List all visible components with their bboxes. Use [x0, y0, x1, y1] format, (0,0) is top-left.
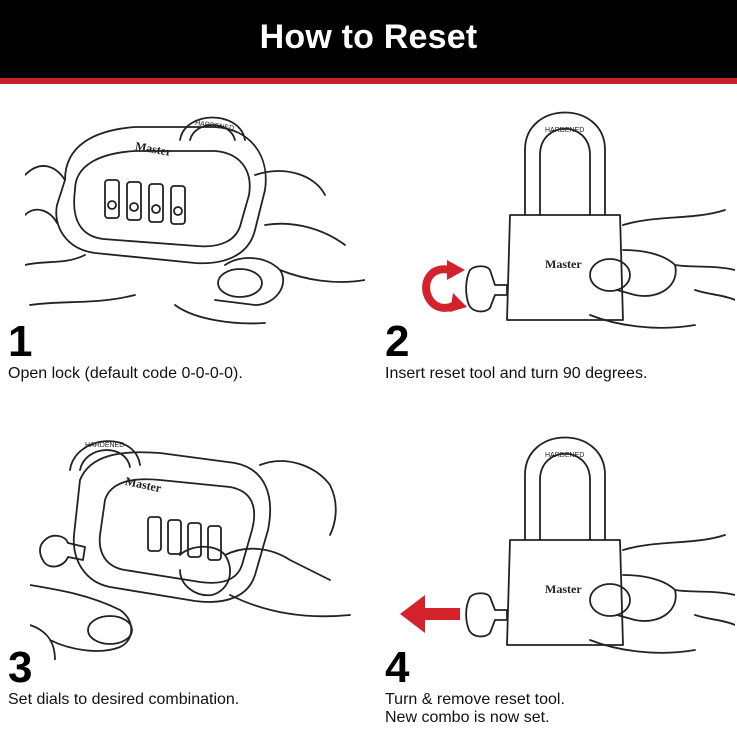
right-hand	[179, 460, 351, 618]
step-3-illustration: HARDENED Master	[30, 425, 370, 660]
left-arrow-icon	[400, 595, 460, 633]
rotate-arrow-icon	[422, 260, 467, 312]
lock-body	[506, 539, 624, 646]
step-1-number: 1	[8, 317, 33, 366]
lock-brand-label: Master	[545, 582, 582, 596]
lock-brand-label: Master	[124, 474, 163, 495]
step-1-text: Open lock (default code 0-0-0-0).	[8, 365, 243, 382]
header-bar: How to Reset	[0, 0, 737, 78]
lock-shackle	[524, 436, 606, 541]
step-4-number: 4	[385, 643, 410, 692]
lock-body	[506, 214, 624, 321]
reset-tool	[465, 265, 508, 313]
step-3-text: Set dials to desired combination.	[8, 691, 240, 708]
step-1-illustration: HARDENED Master	[25, 105, 365, 340]
right-hand	[589, 209, 735, 329]
header-accent-stripe	[0, 78, 737, 84]
step-2-text: Insert reset tool and turn 90 degrees.	[385, 365, 648, 382]
shackle-label: HARDENED	[545, 127, 584, 134]
shackle-label: HARDENED	[545, 452, 584, 459]
lock-body	[72, 451, 272, 603]
reset-tool	[465, 592, 508, 638]
lock-body	[55, 126, 267, 265]
lock-brand-label: Master	[545, 257, 582, 271]
step-2-number: 2	[385, 317, 410, 366]
right-hand	[589, 534, 735, 654]
right-hand	[174, 170, 365, 325]
left-hand	[25, 165, 136, 306]
step-4-text-line-2: New combo is now set.	[385, 709, 550, 726]
lock-dials	[147, 516, 222, 561]
lock-brand-label: Master	[134, 139, 173, 159]
step-4-illustration: HARDENED Master	[395, 425, 735, 660]
lock-dials	[104, 179, 186, 225]
step-2-illustration: HARDENED Master	[395, 100, 735, 335]
page-title: How to Reset	[259, 17, 478, 56]
shackle-label: HARDENED	[85, 442, 124, 449]
lock-shackle	[524, 111, 606, 216]
step-4-text-line-1: Turn & remove reset tool.	[385, 691, 565, 708]
reset-tool	[39, 534, 86, 568]
lock-shackle	[69, 440, 141, 471]
lock-shackle	[179, 116, 246, 141]
left-hand	[30, 584, 133, 660]
step-3-number: 3	[8, 643, 33, 692]
